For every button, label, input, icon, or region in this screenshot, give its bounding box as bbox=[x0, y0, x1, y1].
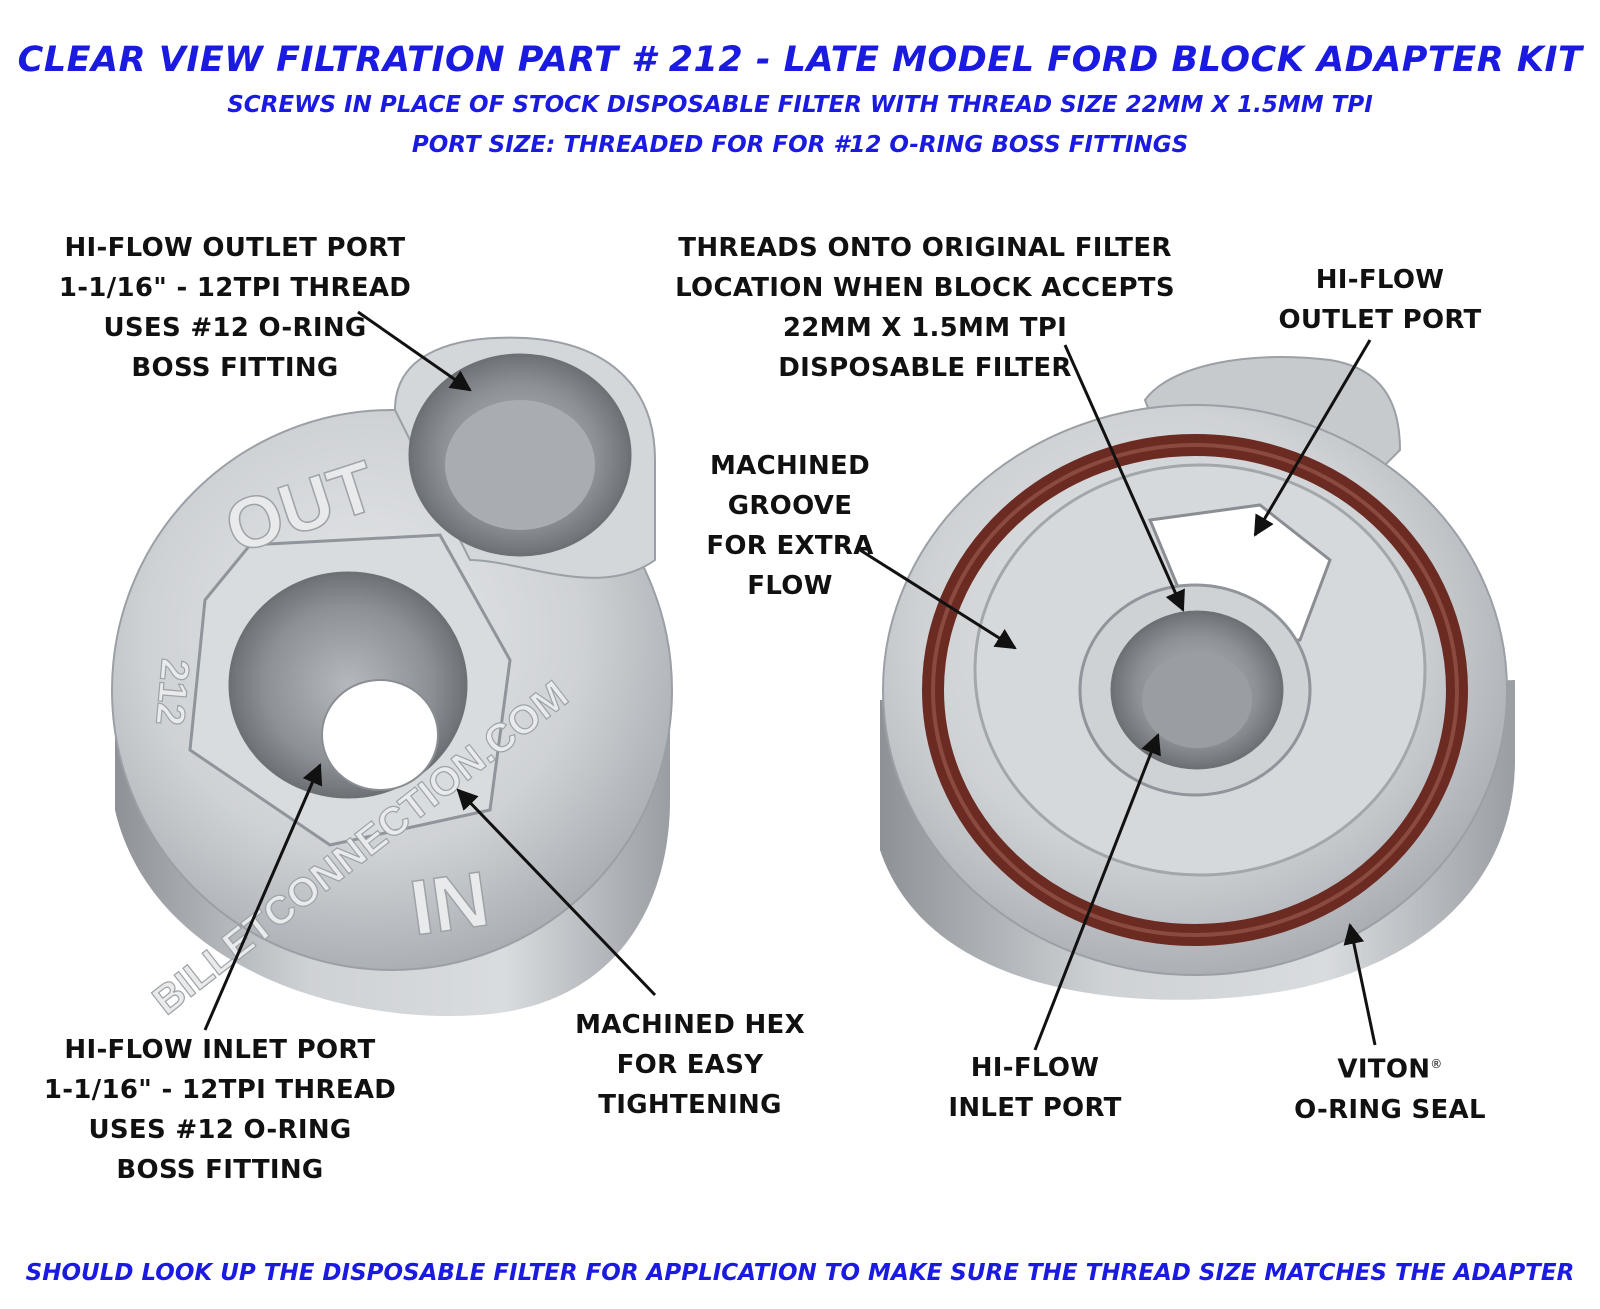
arrow-left-inlet bbox=[203, 763, 323, 1031]
registered-mark: ® bbox=[1430, 1057, 1443, 1071]
right-adapter bbox=[880, 355, 1515, 1000]
label-viton-oring: VITON® O-RING SEAL bbox=[1294, 1054, 1486, 1125]
page-title: CLEAR VIEW FILTRATION PART # 212 - LATE … bbox=[17, 40, 1583, 80]
arrow-groove bbox=[859, 548, 1017, 650]
left-outlet-bore-inner bbox=[445, 400, 595, 530]
arrow-left-outlet bbox=[357, 310, 472, 392]
label-left-inlet-port: HI-FLOW INLET PORT 1-1/16" - 12TPI THREA… bbox=[43, 1035, 397, 1185]
callout-arrows bbox=[203, 310, 1377, 1051]
page-subtitle-port: PORT SIZE: THREADED FOR FOR #12 O-RING B… bbox=[411, 132, 1189, 158]
arrow-right-outlet bbox=[1253, 339, 1372, 537]
arrow-oring bbox=[1343, 922, 1377, 1046]
engraving-in: IN bbox=[405, 854, 494, 952]
footer-note: SHOULD LOOK UP THE DISPOSABLE FILTER FOR… bbox=[25, 1260, 1575, 1286]
label-machined-hex: MACHINED HEX FOR EASY TIGHTENING bbox=[575, 1010, 805, 1120]
label-right-inlet-port: HI-FLOW INLET PORT bbox=[948, 1053, 1122, 1123]
arrow-threads bbox=[1063, 344, 1185, 612]
page-subtitle-thread: SCREWS IN PLACE OF STOCK DISPOSABLE FILT… bbox=[227, 92, 1373, 118]
label-machined-groove: MACHINED GROOVE FOR EXTRA FLOW bbox=[706, 451, 874, 601]
engraving-part: 212 bbox=[147, 657, 197, 727]
left-adapter: OUT IN 212 BILLETCONNECTION.COM bbox=[111, 336, 673, 1024]
label-left-outlet-port: HI-FLOW OUTLET PORT 1-1/16" - 12TPI THRE… bbox=[58, 233, 412, 383]
arrow-right-inlet bbox=[1033, 733, 1161, 1051]
left-inlet-through-hole bbox=[321, 679, 439, 791]
arrow-hex bbox=[456, 788, 657, 997]
label-right-outlet-port: HI-FLOW OUTLET PORT bbox=[1278, 265, 1482, 335]
right-inlet-bore-inner bbox=[1142, 652, 1252, 748]
viton-oring-highlight bbox=[931, 443, 1459, 937]
label-threads: THREADS ONTO ORIGINAL FILTER LOCATION WH… bbox=[675, 233, 1175, 383]
